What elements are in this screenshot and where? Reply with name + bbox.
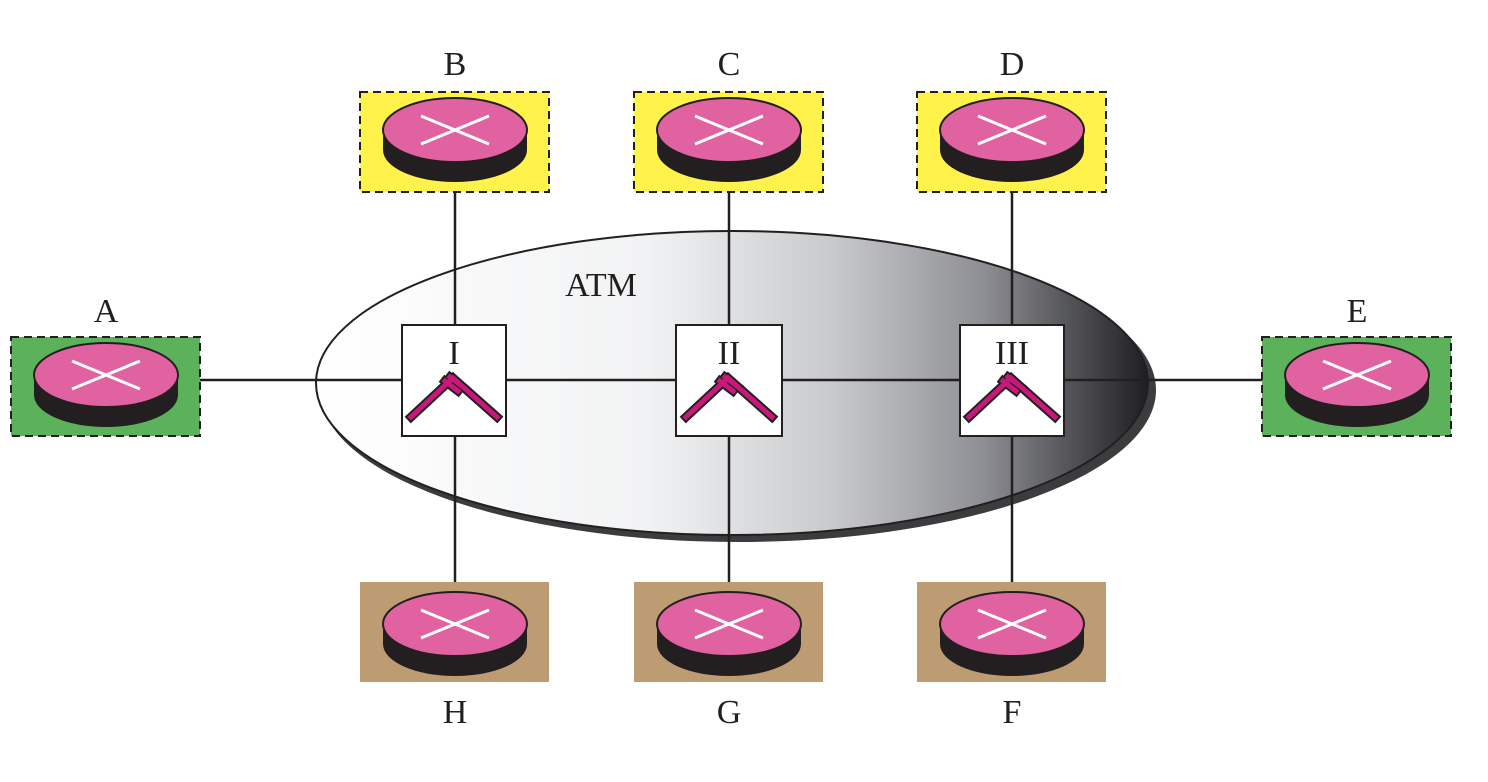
router-icon [1283, 341, 1431, 429]
links [178, 192, 1286, 600]
router-c: C [633, 46, 824, 193]
router-label: C [718, 46, 741, 83]
router-icon [32, 341, 180, 429]
router-icon [938, 96, 1086, 184]
router-d: D [916, 46, 1107, 193]
switch-label: III [995, 335, 1029, 372]
router-icon [655, 590, 803, 678]
router-a: A [10, 293, 201, 437]
atm-switch-I: I [401, 324, 507, 437]
router-label: D [1000, 46, 1025, 83]
atm-switch-III: III [959, 324, 1065, 437]
router-icon [381, 590, 529, 678]
switch-label: II [718, 335, 741, 372]
router-label: G [717, 694, 742, 731]
router-label: F [1003, 694, 1022, 731]
router-label: B [444, 46, 467, 83]
router-label: A [94, 293, 119, 330]
router-h: H [360, 582, 549, 731]
router-label: H [443, 694, 468, 731]
switch-label: I [448, 335, 459, 372]
network-label: ATM [565, 267, 637, 304]
router-label: E [1347, 293, 1368, 330]
router-e: E [1261, 293, 1452, 437]
router-b: B [359, 46, 550, 193]
router-f: F [917, 582, 1106, 731]
router-g: G [634, 582, 823, 731]
atm-switch-II: II [675, 324, 783, 437]
router-icon [381, 96, 529, 184]
router-icon [938, 590, 1086, 678]
router-icon [655, 96, 803, 184]
